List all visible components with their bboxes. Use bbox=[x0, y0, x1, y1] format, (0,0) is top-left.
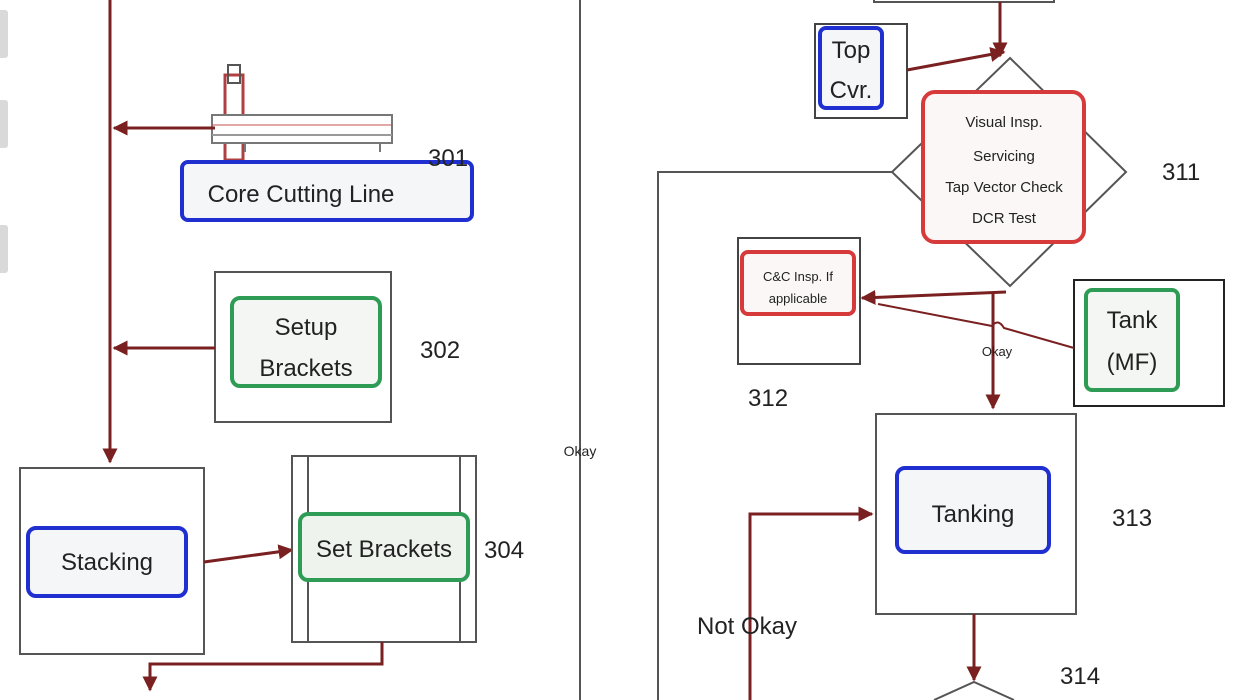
stacking-to-set-brackets-arrow bbox=[203, 544, 294, 564]
tank-feed-line bbox=[877, 303, 1075, 349]
inspection-label-line3: Tap Vector Check bbox=[945, 179, 1063, 196]
set-brackets-step-number: 304 bbox=[484, 537, 524, 564]
next-step-number: 314 bbox=[1060, 663, 1100, 690]
top-cover-box bbox=[818, 26, 884, 110]
upstream-box bbox=[873, 0, 1055, 3]
inspection-step-number: 311 bbox=[1162, 159, 1200, 186]
tank-label-line2: (MF) bbox=[1107, 349, 1158, 376]
cc-insp-label-line2: applicable bbox=[769, 291, 828, 306]
top-cover-arrow bbox=[906, 47, 1006, 72]
middle-okay-label: Okay bbox=[564, 443, 597, 459]
tank-label-line1: Tank bbox=[1107, 307, 1159, 334]
setup-brackets-step-number: 302 bbox=[420, 337, 460, 364]
inspection-label-line2: Servicing bbox=[973, 148, 1035, 165]
tanking-box bbox=[895, 466, 1051, 554]
inspection-box bbox=[921, 90, 1086, 244]
tank-box bbox=[1084, 288, 1180, 392]
inspection-label-line4: DCR Test bbox=[972, 210, 1037, 227]
core-cutting-line-label: Core Cutting Line bbox=[208, 181, 395, 208]
core-cutting-step-number: 301 bbox=[428, 145, 468, 172]
setup-brackets-box bbox=[230, 296, 382, 388]
top-cover-label-line1: Top bbox=[832, 37, 871, 64]
setup-brackets-label-line1: Setup bbox=[275, 314, 338, 341]
right-okay-label: Okay bbox=[982, 344, 1013, 359]
tanking-step-number: 313 bbox=[1112, 505, 1152, 532]
cutting-machine-icon bbox=[211, 64, 393, 162]
window-edge-tab bbox=[0, 10, 8, 58]
cc-insp-box bbox=[740, 250, 856, 316]
stacking-label: Stacking bbox=[61, 549, 153, 576]
not-okay-label: Not Okay bbox=[697, 613, 797, 640]
cc-insp-step-number: 312 bbox=[748, 385, 788, 412]
setup-brackets-label-line2: Brackets bbox=[259, 355, 352, 382]
inspection-label-line1: Visual Insp. bbox=[965, 114, 1042, 131]
cc-insp-label-line1: C&C Insp. If bbox=[763, 269, 833, 284]
top-cover-label-line2: Cvr. bbox=[830, 77, 873, 104]
set-brackets-label: Set Brackets bbox=[316, 536, 452, 563]
not-okay-return-arrow bbox=[748, 506, 874, 700]
not-okay-loop-line bbox=[657, 171, 892, 700]
window-edge-tab bbox=[0, 225, 8, 273]
tanking-label: Tanking bbox=[932, 501, 1015, 528]
window-edge-tab bbox=[0, 100, 8, 148]
next-decision-diamond bbox=[933, 680, 1015, 700]
stacking-box bbox=[26, 526, 188, 598]
set-brackets-box bbox=[298, 512, 470, 582]
core-cutting-line-box bbox=[180, 160, 474, 222]
set-brackets-exit-arrow bbox=[142, 642, 384, 692]
cc-insp-arrow bbox=[860, 289, 1007, 305]
